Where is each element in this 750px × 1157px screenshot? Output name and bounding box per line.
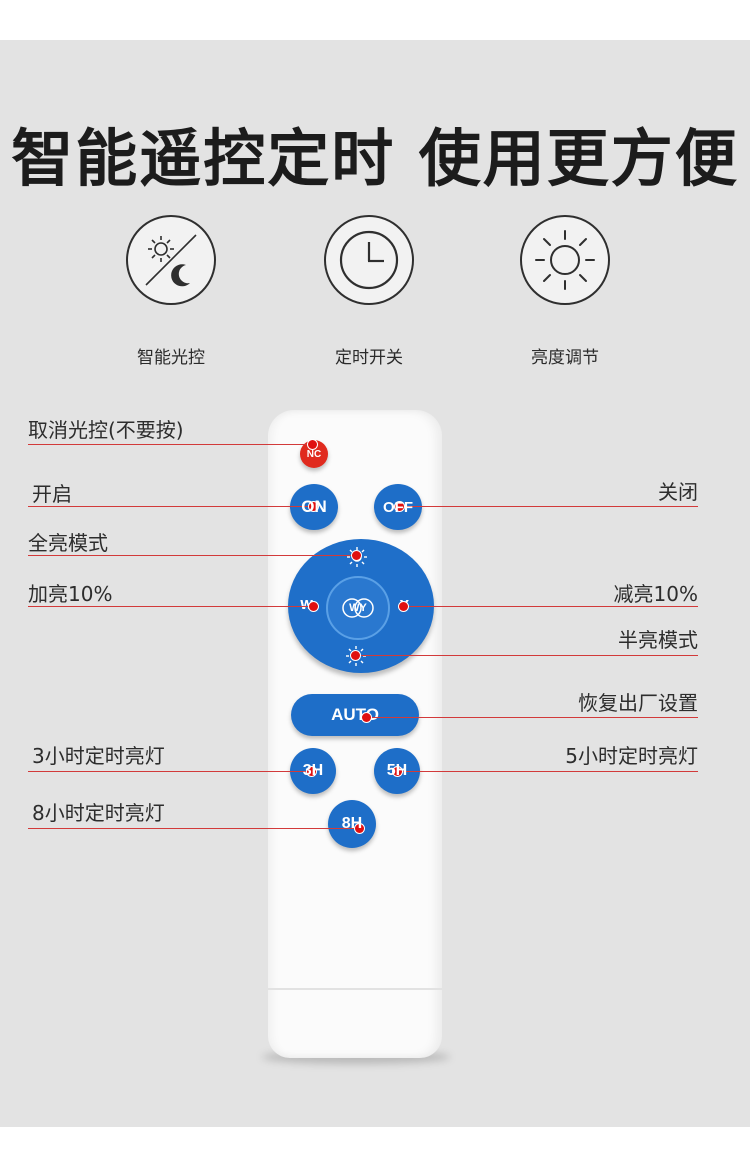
callout-line [404,606,698,607]
callout-line [28,506,314,507]
marker-dot [307,767,316,776]
annotation-nc: 取消光控(不要按) [28,418,184,442]
annotation-on: 开启 [32,482,72,506]
feature-timer: 定时开关 [294,215,444,368]
annotation-off: 关闭 [658,480,698,504]
callout-line [28,771,312,772]
callout-line [400,506,698,507]
marker-dot [355,824,364,833]
feature-light-control: 智能光控 [96,215,246,368]
marker-dot [399,602,408,611]
wy-rings-icon [342,598,374,618]
marker-dot [393,767,402,776]
callout-line [366,717,698,718]
headline: 智能遥控定时 使用更方便 [11,122,739,195]
wy-button[interactable]: WY [326,576,390,640]
callout-line [28,444,312,445]
marker-dot [308,440,317,449]
sun-moon-icon [126,215,216,305]
feature-label: 智能光控 [137,348,205,368]
annotation-8h: 8小时定时亮灯 [32,801,165,825]
marker-dot [395,502,404,511]
marker-dot [351,651,360,660]
feature-brightness: 亮度调节 [490,215,640,368]
callout-line [28,555,357,556]
callout-line [398,771,698,772]
annotation-half: 半亮模式 [618,628,698,652]
annotation-3h: 3小时定时亮灯 [32,744,165,768]
marker-dot [309,602,318,611]
callout-line [28,828,360,829]
annotation-full: 全亮模式 [28,531,108,555]
marker-dot [309,502,318,511]
feature-label: 亮度调节 [531,348,599,368]
auto-button[interactable]: AUTO [291,694,419,736]
8h-button[interactable]: 8H [328,800,376,848]
annotation-reset: 恢复出厂设置 [578,691,698,715]
5h-button[interactable]: 5H [374,748,420,794]
on-button[interactable]: ON [290,484,338,530]
marker-dot [362,713,371,722]
wy-button-label: WY [349,602,367,614]
sun-icon [520,215,610,305]
marker-dot [352,551,361,560]
off-button[interactable]: OFF [374,484,422,530]
feature-label: 定时开关 [335,348,403,368]
callout-line [28,606,314,607]
annotation-minus: 减亮10% [613,582,698,606]
callout-line [356,655,698,656]
annotation-plus: 加亮10% [28,582,113,606]
annotation-5h: 5小时定时亮灯 [565,744,698,768]
remote-seam [268,988,442,990]
clock-icon [324,215,414,305]
